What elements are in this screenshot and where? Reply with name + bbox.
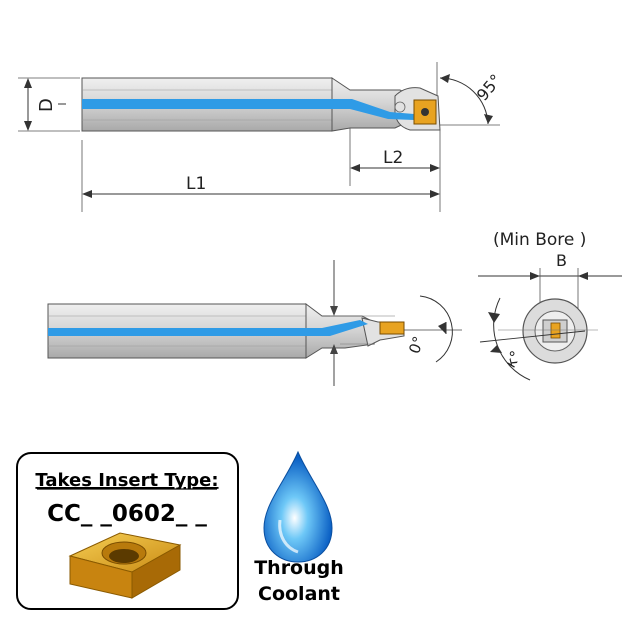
insert-code: CC_ _0602_ _ <box>47 501 207 527</box>
angle-0-label: 0° <box>405 334 428 356</box>
end-view: (Min Bore ) B κ° <box>478 230 622 381</box>
insert-info-box: Takes Insert Type: CC_ _0602_ _ <box>16 452 239 610</box>
coolant-label-line2: Coolant <box>258 583 340 605</box>
end-view-insert <box>550 322 561 339</box>
coolant-label-line1: Through <box>254 557 344 579</box>
side-insert <box>379 321 405 335</box>
b-dimension-label: B <box>556 251 567 270</box>
top-view: D 95° L2 L1 <box>18 62 506 212</box>
l2-dimension-label: L2 <box>383 148 403 168</box>
side-view: 0° <box>47 260 462 386</box>
top-insert <box>413 99 437 125</box>
d-dimension-label: D <box>36 98 57 112</box>
top-coolant-channel <box>82 99 414 120</box>
l1-dimension-label: L1 <box>186 174 206 194</box>
insert-box-title: Takes Insert Type: <box>35 470 218 491</box>
coolant-indicator: Through Coolant <box>254 450 344 605</box>
water-drop-icon <box>263 450 333 563</box>
angle-95-label: 95° <box>473 70 506 104</box>
angle-kappa-label: κ° <box>501 348 525 371</box>
side-coolant-channel <box>48 320 368 336</box>
min-bore-label: (Min Bore ) <box>493 230 586 250</box>
insert-illustration <box>68 532 182 599</box>
